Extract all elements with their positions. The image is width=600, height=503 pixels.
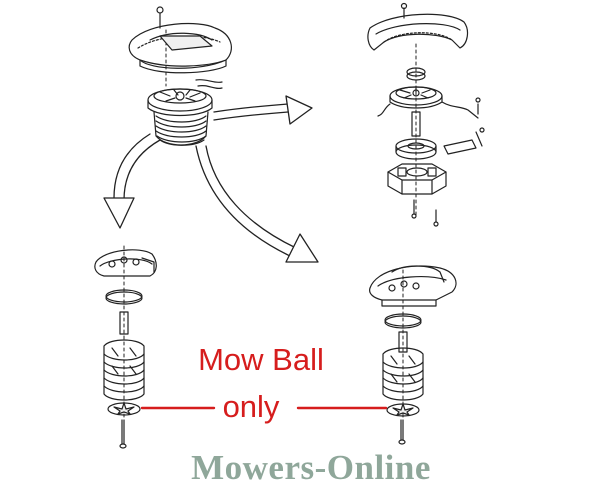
tr-impeller [389, 86, 443, 109]
callout-mow-ball: Mow Ball [198, 342, 324, 377]
arrow-down-right [195, 145, 319, 263]
bl-spring-stack [103, 339, 145, 401]
arrow-down-left [103, 133, 161, 229]
br-housing [369, 265, 457, 307]
br-mow-ball-ring [386, 403, 420, 417]
wire-spring [195, 78, 223, 90]
top-screw [156, 6, 164, 29]
bl-washer [105, 289, 143, 305]
motor-housing [153, 111, 209, 146]
tr-base [387, 163, 447, 195]
br-spring-stack [382, 347, 424, 401]
bl-bolt [119, 419, 127, 449]
arrows [103, 95, 319, 263]
br-bolt [398, 419, 406, 445]
tr-washer [406, 67, 426, 81]
tr-hood [367, 13, 469, 51]
tr-switch [443, 127, 485, 155]
callout-only: only [222, 389, 280, 424]
top-cover [128, 22, 232, 74]
bl-mow-ball-ring [107, 402, 141, 416]
assembly-bottom-left [94, 245, 157, 449]
tr-bottom-screws [411, 199, 439, 227]
br-pin [398, 331, 408, 353]
tr-shaft [411, 111, 421, 137]
bl-pin [119, 311, 129, 335]
impeller-disc [147, 88, 213, 117]
watermark-mowers-online: Mowers-Online [191, 448, 431, 487]
assembly-main [128, 6, 232, 146]
tr-lower-disc [395, 138, 437, 160]
arrow-top-right [213, 95, 313, 125]
tr-wire [377, 97, 481, 119]
assembly-bottom-right [369, 265, 457, 445]
bl-top-plate [94, 249, 157, 277]
assembly-top-right [367, 2, 485, 227]
br-washer [384, 313, 422, 329]
